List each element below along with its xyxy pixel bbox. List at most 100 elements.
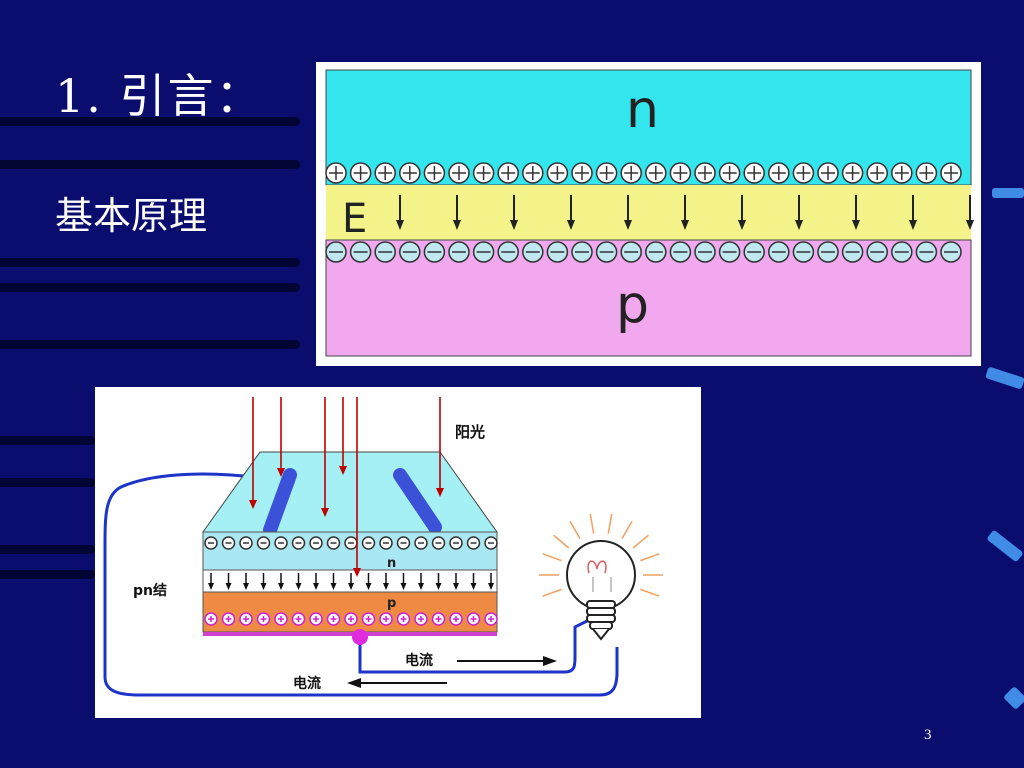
junction-arrow: [365, 573, 372, 590]
e-label: E: [342, 196, 367, 242]
background-stripe: [0, 340, 300, 349]
bottom-wire: [358, 617, 592, 674]
page-number: 3: [924, 727, 932, 743]
positive-ion: [571, 162, 593, 184]
positive-ion: [645, 162, 667, 184]
positive-ion: [792, 162, 815, 184]
sunlight-arrow: [353, 397, 361, 577]
junction-arrow: [278, 573, 284, 590]
background-stripe: [0, 436, 95, 445]
junction-arrow: [418, 573, 424, 590]
electron: [239, 536, 253, 550]
negative-ion: [915, 241, 938, 263]
hole: [221, 612, 236, 626]
junction-arrow: [330, 573, 337, 590]
hole: [396, 612, 411, 626]
bulb-ray: [632, 534, 649, 549]
edge-accent: [985, 366, 1024, 390]
background-stripe: [0, 570, 95, 579]
positive-ion: [768, 162, 790, 184]
positive-ion: [522, 162, 544, 184]
positive-ion: [497, 162, 519, 184]
bulb-ray: [569, 520, 581, 540]
sunlight-arrow: [339, 397, 347, 475]
positive-ion: [546, 162, 569, 184]
junction-arrow: [348, 573, 354, 590]
background-stripe: [0, 258, 300, 267]
negative-ion: [940, 241, 962, 263]
edge-accent: [986, 529, 1024, 563]
negative-ion: [349, 241, 372, 263]
bulb-ray: [589, 513, 595, 534]
negative-ion: [448, 241, 470, 263]
background-stripe: [0, 283, 300, 292]
negative-ion: [645, 241, 667, 263]
pn-junction-label: pn结: [133, 582, 167, 599]
sunlight-arrow: [249, 397, 257, 509]
positive-ion: [472, 162, 495, 184]
positive-ion: [817, 162, 839, 184]
electrode-right: [393, 468, 442, 534]
negative-ion: [620, 241, 642, 263]
junction-arrow: [243, 573, 249, 590]
bulb-ray: [542, 553, 562, 562]
field-arrow: [795, 195, 803, 230]
field-arrow: [396, 195, 404, 230]
p-layer-label: p: [387, 596, 396, 611]
positive-ions-row: [325, 162, 962, 184]
electron: [396, 536, 411, 550]
field-arrow: [852, 195, 860, 230]
hole: [449, 612, 463, 626]
junction-layer: [202, 569, 498, 593]
field-arrow: [510, 195, 518, 230]
negative-ion: [374, 241, 396, 263]
electron: [449, 536, 463, 550]
light-bulb-icon: [539, 513, 663, 641]
junction-arrow: [225, 573, 232, 590]
negative-ion: [694, 241, 716, 263]
junction-arrow: [488, 573, 494, 590]
negative-ion: [325, 241, 347, 263]
hole: [414, 612, 428, 626]
bulb-ray: [621, 520, 633, 540]
field-arrow: [738, 195, 746, 230]
junction-arrow: [313, 573, 319, 590]
background-stripe: [0, 117, 300, 126]
positive-ion: [866, 162, 888, 184]
current-arrowhead-left: [347, 678, 361, 688]
positive-ion: [743, 162, 765, 184]
electron: [256, 536, 271, 550]
negative-ion: [423, 241, 446, 263]
hole: [379, 612, 393, 626]
electron: [291, 536, 306, 550]
negative-ion: [399, 241, 421, 263]
field-arrow: [909, 195, 917, 230]
negative-ion: [497, 241, 519, 263]
background-stripe: [0, 545, 95, 554]
edge-accent: [992, 188, 1024, 198]
bottom-contact: [203, 632, 497, 636]
positive-ion: [694, 162, 716, 184]
positive-ion: [374, 162, 396, 184]
junction-arrow: [453, 573, 459, 590]
positive-ion: [325, 162, 347, 184]
electron: [309, 536, 323, 550]
positive-ion: [620, 162, 642, 184]
negative-ion: [866, 241, 888, 263]
hole: [256, 612, 271, 626]
electron-row: [204, 536, 498, 550]
junction-field-arrows: [208, 573, 494, 590]
negative-ion: [743, 241, 765, 263]
sunlight-arrow: [277, 397, 285, 477]
electrode-left: [263, 468, 297, 537]
negative-ion: [546, 241, 569, 263]
bulb-ray: [640, 588, 660, 597]
positive-ion: [841, 162, 864, 184]
negative-ion: [472, 241, 495, 263]
electron: [484, 536, 498, 550]
hole: [326, 612, 341, 626]
pn-junction-diagram: n p E: [316, 62, 981, 366]
positive-ion: [448, 162, 470, 184]
junction-arrow: [260, 573, 267, 590]
positive-ion: [399, 162, 421, 184]
